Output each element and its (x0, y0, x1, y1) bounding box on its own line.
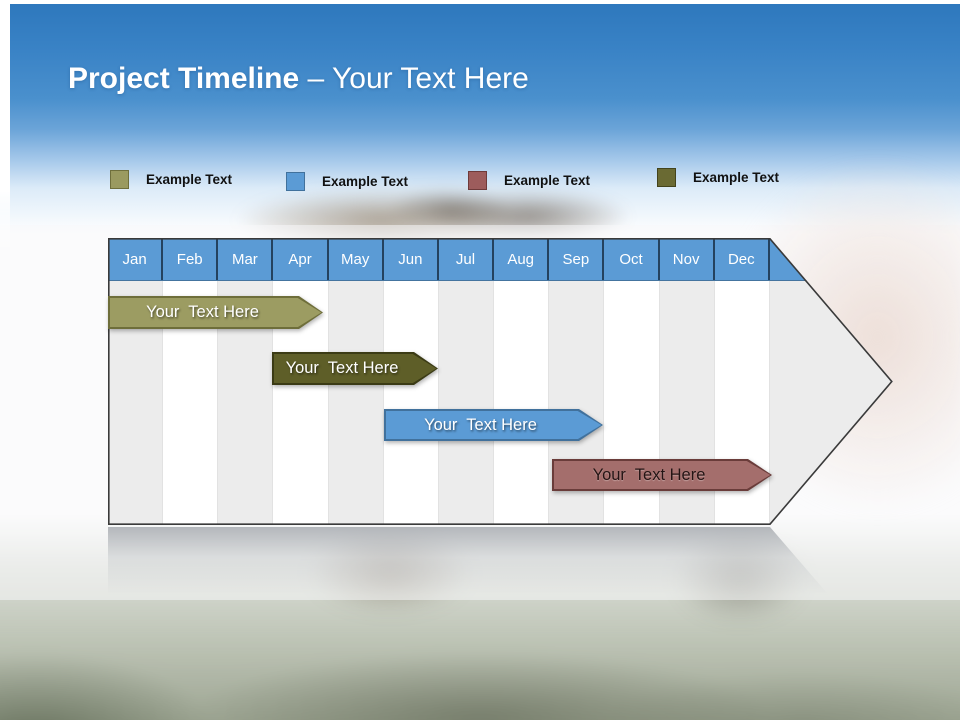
month-cell-oct: Oct (604, 238, 660, 280)
bar-fill (386, 411, 602, 440)
slide-margin-top (0, 0, 960, 4)
legend-swatch (286, 172, 305, 191)
legend-item-1[interactable]: Example Text (110, 170, 232, 189)
legend-label: Example Text (504, 173, 591, 188)
legend-item-3[interactable]: Example Text (468, 171, 590, 190)
month-cell-dec: Dec (715, 238, 770, 280)
column-stripe (494, 281, 550, 525)
column-stripe (438, 281, 495, 525)
legend-item-4[interactable]: Example Text (657, 168, 779, 187)
bar-fill (274, 354, 437, 384)
timeline-bar-3[interactable]: Your Text Here (384, 409, 603, 441)
month-cell-nov: Nov (660, 238, 715, 280)
title-regular: – Your Text Here (307, 62, 529, 95)
legend-swatch (657, 168, 676, 187)
legend-item-2[interactable]: Example Text (286, 172, 408, 191)
timeline-surface: Jan Feb Mar Apr May Jun Jul Aug Sep Oct … (108, 238, 893, 525)
month-cell-jun: Jun (384, 238, 439, 280)
column-stripe (383, 281, 439, 525)
month-header-row: Jan Feb Mar Apr May Jun Jul Aug Sep Oct … (108, 238, 893, 281)
slide-title[interactable]: Project Timeline – Your Text Here (68, 60, 529, 98)
timeline-bar-2[interactable]: Your Text Here (272, 352, 438, 385)
month-cell-jul: Jul (439, 238, 495, 280)
bar-fill (554, 461, 771, 490)
title-bold: Project Timeline (68, 62, 300, 95)
legend-label: Example Text (146, 172, 233, 187)
legend-label: Example Text (693, 170, 780, 185)
bar-label: Your Text Here (592, 465, 706, 484)
timeline-table[interactable]: Jan Feb Mar Apr May Jun Jul Aug Sep Oct … (108, 238, 893, 525)
month-cell-feb: Feb (163, 238, 219, 280)
bar-label: Your Text Here (424, 415, 537, 434)
month-cell-jan: Jan (108, 238, 164, 280)
legend-swatch (110, 170, 129, 189)
bar-label: Your Text Here (146, 303, 259, 321)
bar-label: Your Text Here (285, 359, 399, 377)
legend-label: Example Text (322, 174, 409, 189)
legend-swatch (468, 171, 487, 190)
month-cell-may: May (329, 238, 384, 280)
column-stripe (328, 281, 384, 525)
slide-margin-left (0, 0, 10, 255)
month-cell-mar: Mar (218, 238, 274, 280)
bar-fill (110, 298, 322, 328)
timeline-bar-1[interactable]: Your Text Here (108, 296, 323, 329)
month-cell-sep: Sep (549, 238, 605, 280)
month-cell-aug: Aug (494, 238, 550, 280)
table-reflection (108, 527, 839, 607)
month-cell-apr: Apr (273, 238, 329, 280)
timeline-bar-4[interactable]: Your Text Here (552, 459, 772, 491)
arrow-tip-area (769, 281, 893, 525)
